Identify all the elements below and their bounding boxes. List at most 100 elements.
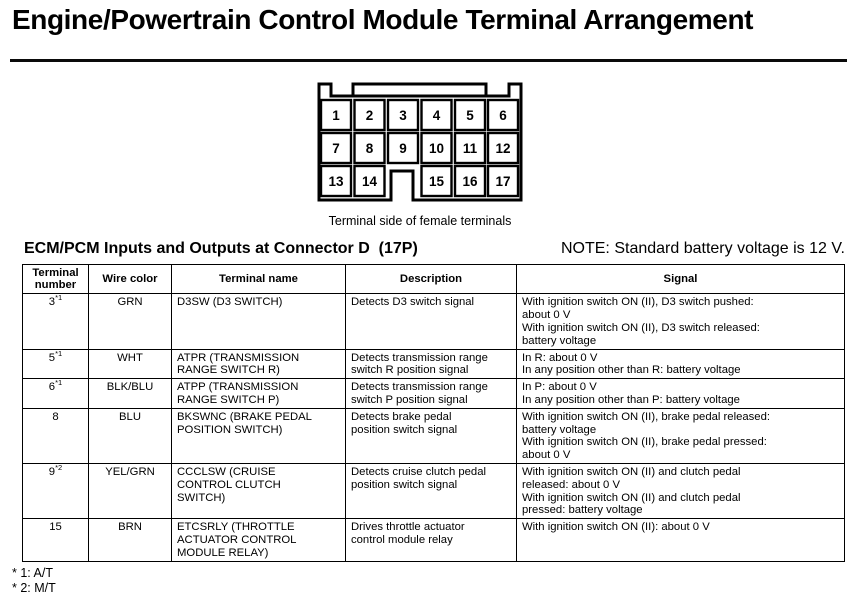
table-row: 15 BRN ETCSRLY (THROTTLE ACTUATOR CONTRO… (22, 518, 845, 562)
title-divider (10, 59, 847, 62)
terminal-number-cell: 5*1 (22, 348, 89, 380)
terminal-cell (386, 98, 420, 132)
wire-color-cell: BLK/BLU (88, 378, 172, 409)
terminal-name-cell: ATPP (TRANSMISSION RANGE SWITCH P) (171, 378, 346, 409)
wire-color-cell: BLU (88, 407, 172, 464)
terminal-cell-number: 10 (429, 141, 444, 156)
col-header-terminal-name: Terminal name (171, 263, 346, 295)
terminal-cell (386, 131, 420, 165)
terminal-cell-number: 2 (366, 108, 374, 123)
terminal-cell-number: 5 (466, 108, 474, 123)
terminal-cell-number: 9 (399, 141, 407, 156)
terminal-cell (420, 164, 453, 198)
table-row: 9*2 YEL/GRN CCCLSW (CRUISE CONTROL CLUTC… (22, 462, 845, 520)
description-cell: Detects transmission range switch R posi… (345, 348, 517, 380)
footnotes: * 1: A/T * 2: M/T (12, 566, 844, 596)
terminal-table: Terminal number Wire color Terminal name… (22, 263, 845, 562)
terminal-cell (319, 131, 353, 165)
terminal-cell-number: 16 (462, 174, 478, 189)
terminal-cell-number: 15 (429, 174, 445, 189)
footnote-1: * 1: A/T (12, 565, 53, 580)
signal-cell: With ignition switch ON (II) and clutch … (516, 462, 845, 520)
terminal-cell-number: 6 (499, 108, 507, 123)
footnote-ref: *1 (55, 349, 63, 358)
terminal-name-cell: ATPR (TRANSMISSION RANGE SWITCH R) (171, 348, 346, 380)
section-heading-row: ECM/PCM Inputs and Outputs at Connector … (24, 240, 845, 258)
terminal-name-cell: D3SW (D3 SWITCH) (171, 293, 346, 350)
terminal-cell (319, 164, 353, 198)
terminal-number: 6 (48, 381, 56, 394)
terminal-cell (486, 98, 520, 132)
description-cell: Detects D3 switch signal (345, 293, 517, 350)
terminal-cell-number: 1 (332, 108, 340, 123)
col-header-description: Description (345, 263, 517, 295)
terminal-cell-number: 7 (332, 141, 340, 156)
wire-color-cell: YEL/GRN (88, 462, 172, 520)
terminal-number-cell: 3*1 (22, 293, 89, 350)
terminal-number: 5 (48, 351, 56, 364)
description-cell: Detects brake pedal position switch sign… (345, 407, 517, 464)
terminal-cell (420, 98, 453, 132)
col-header-terminal-number: Terminal number (22, 263, 89, 295)
signal-cell: With ignition switch ON (II): about 0 V (516, 518, 845, 562)
description-cell: Detects cruise clutch pedal position swi… (345, 462, 517, 520)
terminal-number: 15 (49, 521, 62, 534)
description-cell: Detects transmission range switch P posi… (345, 378, 517, 409)
terminal-name-cell: BKSWNC (BRAKE PEDAL POSITION SWITCH) (171, 407, 346, 464)
signal-cell: With ignition switch ON (II), D3 switch … (516, 293, 845, 350)
terminal-number: 8 (52, 410, 59, 423)
terminal-number-cell: 8 (22, 407, 89, 464)
table-header-row: Terminal number Wire color Terminal name… (22, 263, 845, 295)
terminal-cell (486, 131, 520, 165)
terminal-cell-number: 3 (399, 108, 407, 123)
connector-caption: Terminal side of female terminals (328, 214, 512, 228)
wire-color-cell: WHT (88, 348, 172, 380)
table-row: 8 BLU BKSWNC (BRAKE PEDAL POSITION SWITC… (22, 407, 845, 464)
terminal-cell (353, 131, 386, 165)
terminal-name-cell: CCCLSW (CRUISE CONTROL CLUTCH SWITCH) (171, 462, 346, 520)
terminal-cell (319, 98, 353, 132)
connector-svg: 1 2 3 4 5 6 7 8 9 10 11 12 13 (317, 82, 523, 202)
signal-cell: With ignition switch ON (II), brake peda… (516, 407, 845, 464)
wire-color-cell: BRN (88, 518, 172, 562)
terminal-number-cell: 9*2 (22, 462, 89, 520)
terminal-cell (453, 98, 487, 132)
connector-key-tab (351, 82, 488, 98)
page-title: Engine/Powertrain Control Module Termina… (12, 4, 754, 35)
footnote-ref: *1 (55, 378, 63, 388)
terminal-table-wrap: Terminal number Wire color Terminal name… (12, 263, 845, 596)
signal-cell: In P: about 0 V In any position other th… (516, 378, 845, 409)
terminal-cell-number: 11 (463, 141, 478, 156)
terminal-number-cell: 15 (22, 518, 89, 562)
footnote-ref: *1 (55, 293, 63, 303)
terminal-cell (420, 131, 453, 165)
footnote-ref: *2 (55, 463, 63, 473)
table-row: 6*1 BLK/BLU ATPP (TRANSMISSION RANGE SWI… (22, 378, 845, 409)
terminal-cell-number: 17 (495, 174, 510, 189)
terminal-cell-number: 8 (366, 141, 374, 156)
terminal-cell (486, 164, 520, 198)
terminal-number: 9 (48, 465, 56, 478)
signal-cell: In R: about 0 V In any position other th… (516, 348, 845, 380)
terminal-cell (453, 164, 487, 198)
terminal-cell-number: 4 (433, 108, 441, 123)
battery-voltage-note: NOTE: Standard battery voltage is 12 V. (560, 240, 845, 257)
terminal-cell-number: 13 (328, 174, 344, 189)
col-header-signal: Signal (516, 263, 845, 295)
wire-color-cell: GRN (88, 293, 172, 350)
description-cell: Drives throttle actuator control module … (345, 518, 517, 562)
table-row: 5*1 WHT ATPR (TRANSMISSION RANGE SWITCH … (22, 348, 845, 380)
terminal-name-cell: ETCSRLY (THROTTLE ACTUATOR CONTROL MODUL… (171, 518, 346, 562)
terminal-cell (453, 131, 487, 165)
terminal-cell (353, 98, 386, 132)
terminal-cell-number: 12 (495, 141, 510, 156)
col-header-wire-color: Wire color (88, 263, 172, 295)
section-heading: ECM/PCM Inputs and Outputs at Connector … (24, 240, 418, 257)
connector-diagram: 1 2 3 4 5 6 7 8 9 10 11 12 13 (317, 81, 523, 228)
terminal-cell-number: 14 (362, 174, 378, 189)
terminal-number-cell: 6*1 (22, 378, 89, 409)
terminal-cell (353, 164, 386, 198)
table-row: 3*1 GRN D3SW (D3 SWITCH) Detects D3 swit… (22, 293, 845, 350)
terminal-number: 3 (48, 296, 56, 309)
